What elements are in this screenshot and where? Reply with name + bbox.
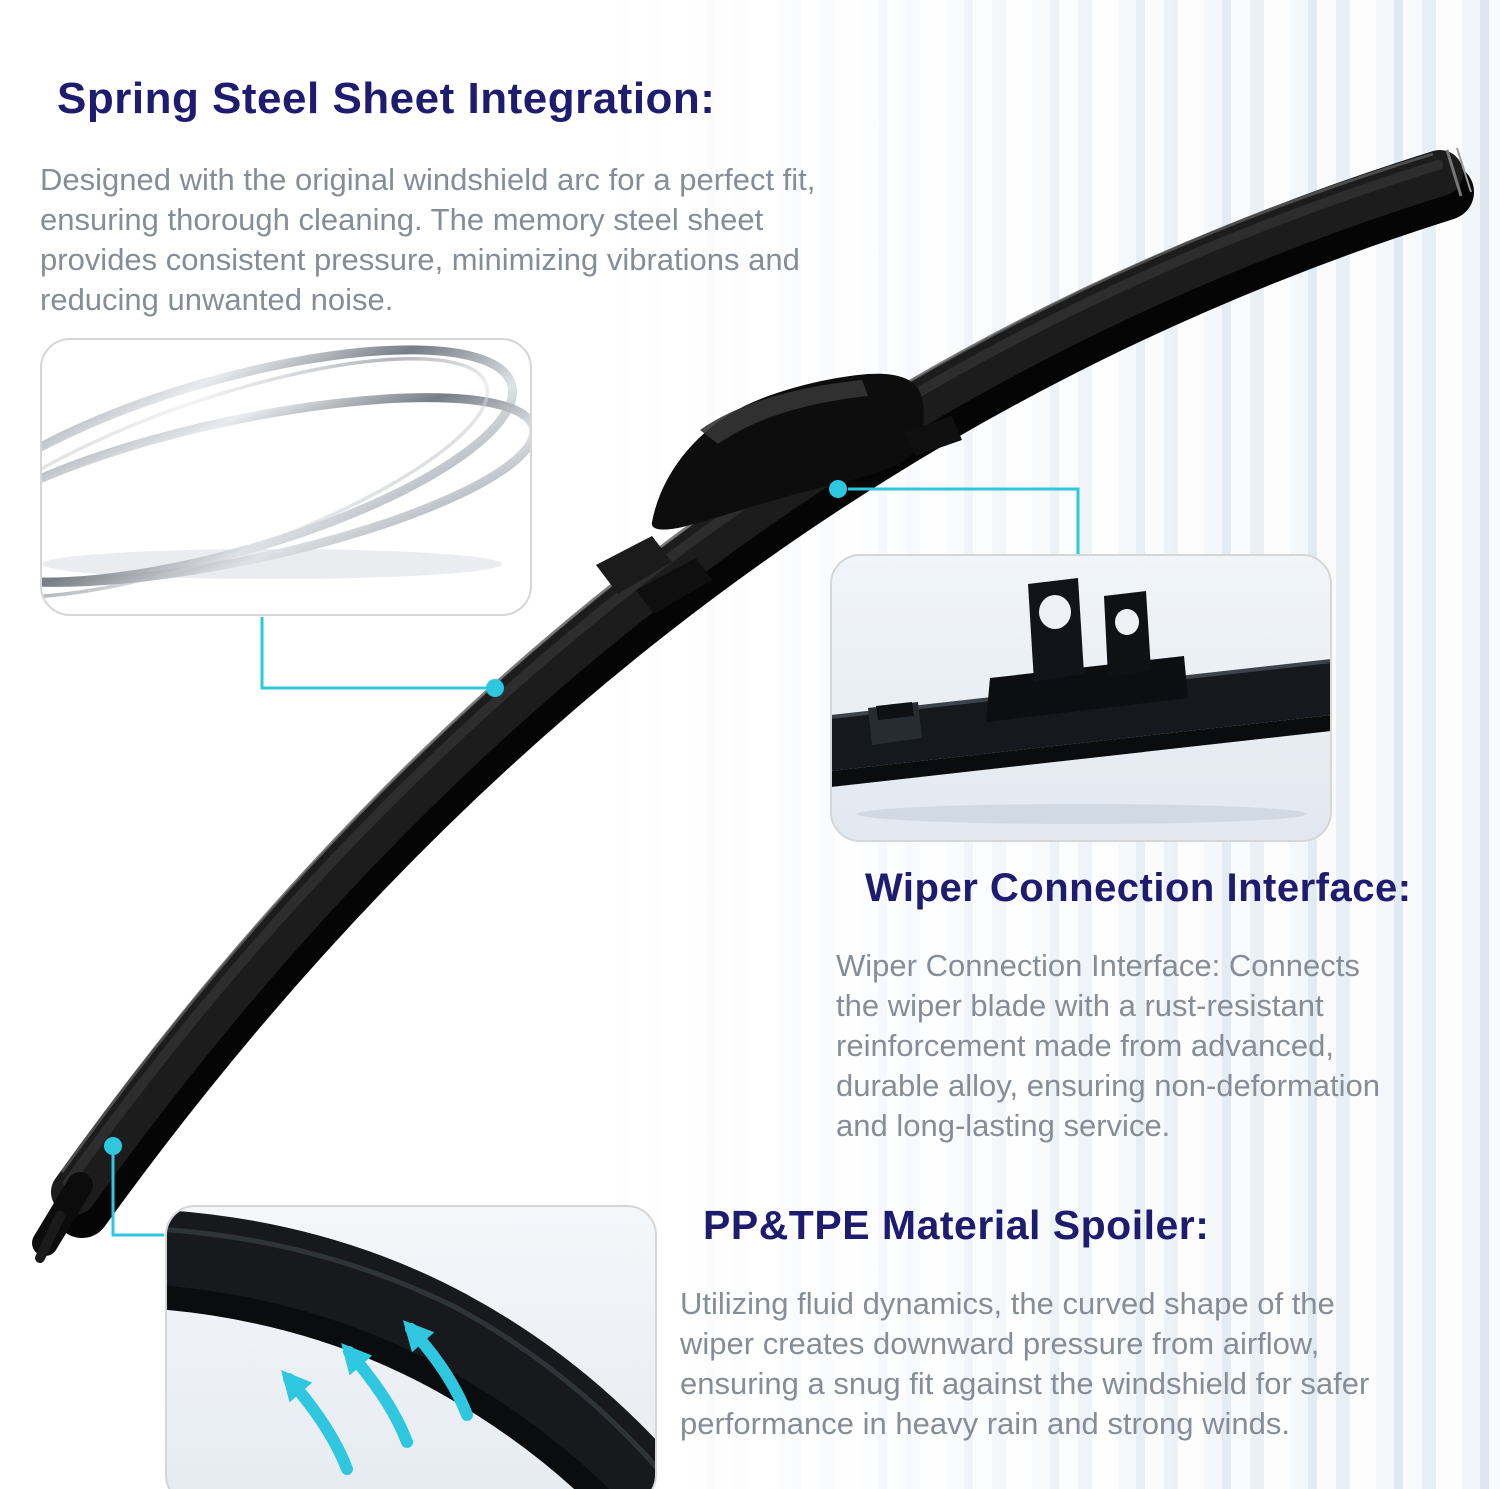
paragraph-line: ensuring thorough cleaning. The memory s… bbox=[40, 202, 764, 237]
airflow-arrows bbox=[281, 1320, 473, 1475]
blade-connector bbox=[596, 373, 962, 614]
connector-closeup-photo bbox=[832, 578, 1330, 824]
blade-tail-rubber bbox=[35, 1211, 65, 1263]
airflow-arrow bbox=[281, 1369, 353, 1475]
blade-body bbox=[51, 150, 1463, 1215]
spoiler-top-highlight bbox=[167, 1227, 655, 1470]
steel-sheet-loop bbox=[42, 356, 490, 600]
closeup-blade-rubber bbox=[832, 715, 1330, 787]
paragraph-line: wiper creates downward pressure from air… bbox=[680, 1326, 1320, 1361]
steel-sheet-loop bbox=[42, 393, 530, 587]
paragraph-line: provides consistent pressure, minimizing… bbox=[40, 242, 800, 277]
bracket-tab-hole bbox=[1115, 609, 1139, 635]
callout-lines bbox=[104, 480, 1080, 1237]
callout-line-connector bbox=[848, 487, 1080, 555]
spoiler-title: PP&TPE Material Spoiler: bbox=[703, 1202, 1210, 1248]
connector-top-facet bbox=[700, 380, 868, 444]
connector-inset-image bbox=[830, 554, 1332, 842]
callout-dot-connector bbox=[829, 480, 847, 498]
paragraph-line: ensuring a snug fit against the windshie… bbox=[680, 1366, 1370, 1401]
spring-steel-inset-image bbox=[40, 338, 532, 616]
bracket-tab bbox=[1028, 578, 1084, 682]
connection-interface-description: Wiper Connection Interface: Connects the… bbox=[836, 946, 1380, 1146]
paragraph-line: Utilizing fluid dynamics, the curved sha… bbox=[680, 1286, 1335, 1321]
spoiler-description: Utilizing fluid dynamics, the curved sha… bbox=[680, 1284, 1369, 1444]
callout-dot-spoiler bbox=[104, 1137, 122, 1155]
spring-steel-photo bbox=[42, 345, 530, 600]
paragraph-line: Designed with the original windshield ar… bbox=[40, 162, 816, 197]
bracket-foot bbox=[986, 656, 1188, 722]
spring-steel-title: Spring Steel Sheet Integration: bbox=[57, 74, 716, 123]
paragraph-line: durable alloy, ensuring non-deformation bbox=[836, 1068, 1380, 1103]
closeup-blade-band bbox=[832, 663, 1330, 771]
paragraph-line: and long-lasting service. bbox=[836, 1108, 1171, 1143]
spoiler-airflow-photo bbox=[167, 1210, 655, 1489]
airflow-arrow bbox=[402, 1320, 473, 1421]
paragraph-line: reinforcement made from advanced, bbox=[836, 1028, 1334, 1063]
callout-line-spoiler bbox=[111, 1152, 164, 1237]
airflow-arrow bbox=[341, 1342, 413, 1448]
blade-top-highlight bbox=[60, 152, 1434, 1173]
blade-end-cap-line bbox=[1456, 147, 1472, 193]
callout-line-spring-steel bbox=[260, 617, 486, 690]
connector-step bbox=[905, 416, 962, 456]
connector-claw bbox=[636, 558, 712, 614]
paragraph-line: reducing unwanted noise. bbox=[40, 282, 394, 317]
blade-sheen bbox=[63, 160, 1443, 1188]
paragraph-line: the wiper blade with a rust-resistant bbox=[836, 988, 1324, 1023]
blade-end-cap-line bbox=[1445, 149, 1463, 197]
end-clip-edge bbox=[876, 702, 914, 720]
connector-body bbox=[651, 373, 924, 530]
connector-shadow bbox=[857, 804, 1307, 824]
spoiler-rubber-edge bbox=[167, 1285, 609, 1489]
connection-interface-title: Wiper Connection Interface: bbox=[865, 866, 1412, 910]
paragraph-line: Wiper Connection Interface: Connects bbox=[836, 948, 1360, 983]
spring-steel-description: Designed with the original windshield ar… bbox=[40, 160, 815, 320]
bracket-tab-hole bbox=[1039, 595, 1071, 629]
spoiler-inset-image bbox=[165, 1205, 657, 1489]
connector-claw bbox=[596, 536, 672, 594]
paragraph-line: performance in heavy rain and strong win… bbox=[680, 1406, 1290, 1441]
spoiler-band bbox=[167, 1210, 655, 1489]
callout-dot-spring-steel bbox=[486, 679, 504, 697]
